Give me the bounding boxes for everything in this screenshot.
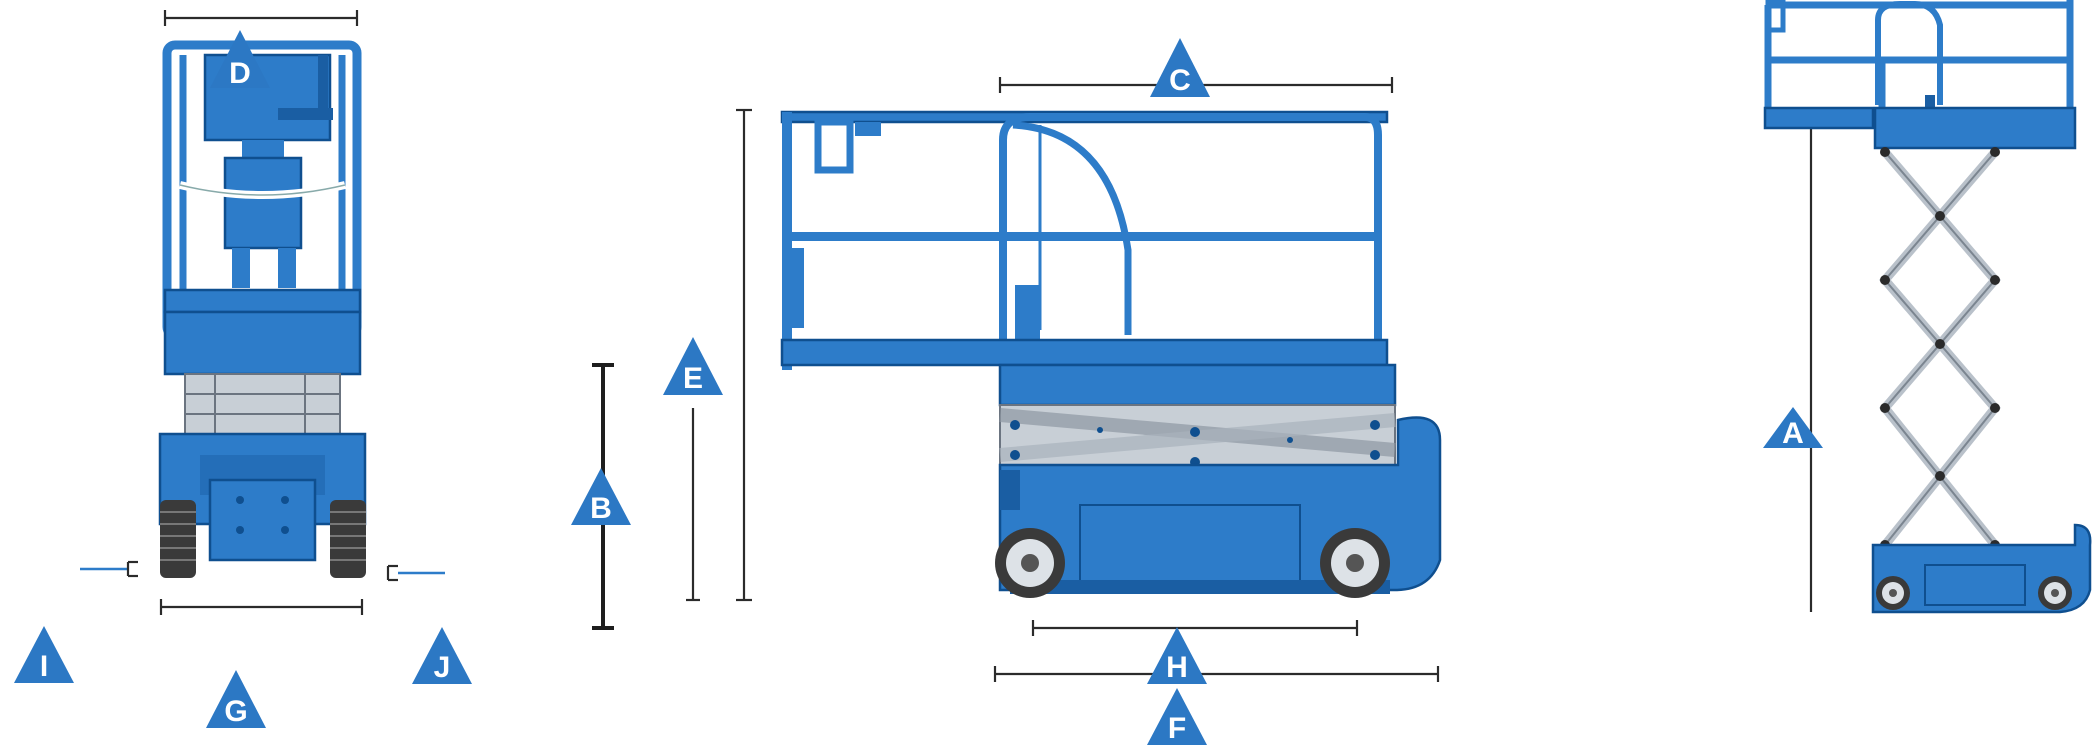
marker-j-label: J xyxy=(434,651,451,684)
marker-h-label: H xyxy=(1166,651,1188,684)
marker-c: C xyxy=(1150,38,1210,97)
raised-view xyxy=(1763,0,2092,614)
marker-f: F xyxy=(1147,688,1207,745)
marker-i: I xyxy=(14,626,74,683)
height-dimensions xyxy=(592,108,752,630)
marker-g: G xyxy=(206,670,266,728)
marker-d: D xyxy=(210,30,270,90)
marker-i-label: I xyxy=(40,650,48,683)
marker-g-label: G xyxy=(224,695,247,728)
marker-c-label: C xyxy=(1169,64,1191,97)
marker-a-label: A xyxy=(1782,417,1804,450)
marker-f-label: F xyxy=(1168,712,1186,745)
marker-e: E xyxy=(663,337,723,395)
marker-e-label: E xyxy=(683,362,703,395)
marker-h: H xyxy=(1147,627,1207,684)
marker-j: J xyxy=(412,627,472,684)
marker-a: A xyxy=(1763,407,1823,450)
marker-b-label: B xyxy=(590,492,612,525)
side-view xyxy=(780,77,1442,682)
marker-d-label: D xyxy=(229,57,251,90)
front-view xyxy=(80,10,445,615)
marker-b: B xyxy=(571,468,631,525)
